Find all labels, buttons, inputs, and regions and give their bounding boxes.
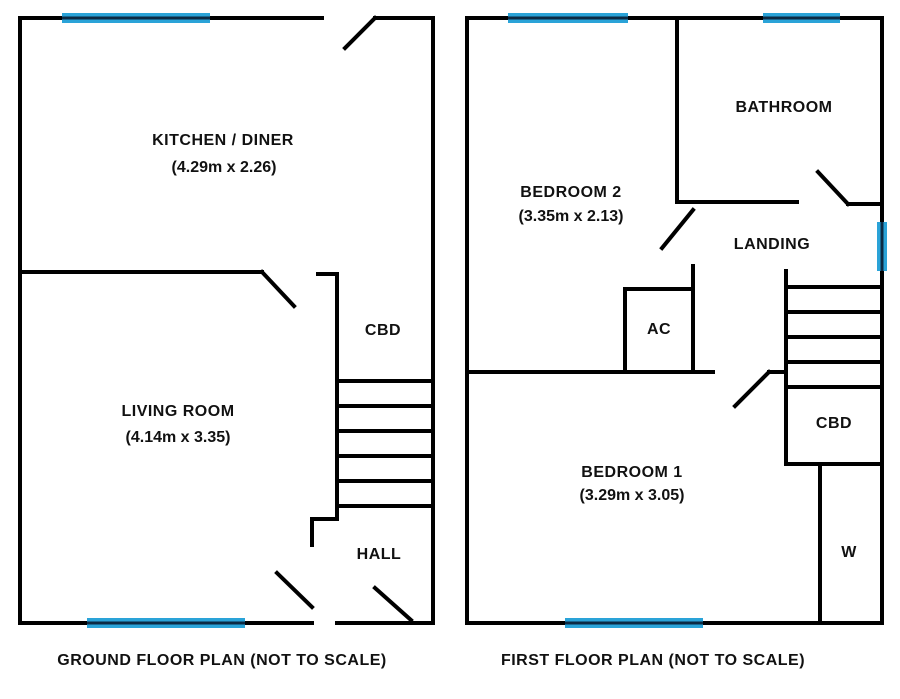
bedroom-1-dims: (3.29m x 3.05) (580, 487, 685, 504)
living-room-dims: (4.14m x 3.35) (126, 429, 231, 446)
first-floor-caption: FIRST FLOOR PLAN (NOT TO SCALE) (501, 652, 805, 669)
ground-floor-windows (62, 13, 245, 628)
bathroom-label: BATHROOM (735, 99, 832, 116)
ground-floor-doors (259, 15, 414, 623)
ground-floor-plan: KITCHEN / DINER (4.29m x 2.26) LIVING RO… (18, 13, 435, 669)
ground-floor-caption: GROUND FLOOR PLAN (NOT TO SCALE) (57, 652, 386, 669)
hall-label: HALL (357, 546, 402, 563)
kitchen-dims: (4.29m x 2.26) (172, 159, 277, 176)
first-floor-walls (465, 16, 884, 625)
first-floor-windows (508, 13, 887, 628)
ground-cbd-label: CBD (365, 322, 401, 339)
landing-label: LANDING (734, 236, 810, 253)
kitchen-label: KITCHEN / DINER (152, 132, 294, 149)
first-floor-plan: BEDROOM 2 (3.35m x 2.13) BATHROOM LANDIN… (465, 13, 887, 669)
bedroom-1-label: BEDROOM 1 (581, 464, 682, 481)
first-cbd-label: CBD (816, 415, 852, 432)
bedroom-2-label: BEDROOM 2 (520, 184, 621, 201)
first-floor-doors (659, 169, 851, 409)
bedroom-2-dims: (3.35m x 2.13) (519, 208, 624, 225)
living-room-label: LIVING ROOM (121, 403, 234, 420)
wardrobe-label: W (841, 544, 857, 561)
ac-label: AC (647, 321, 671, 338)
ground-floor-walls (18, 16, 435, 625)
